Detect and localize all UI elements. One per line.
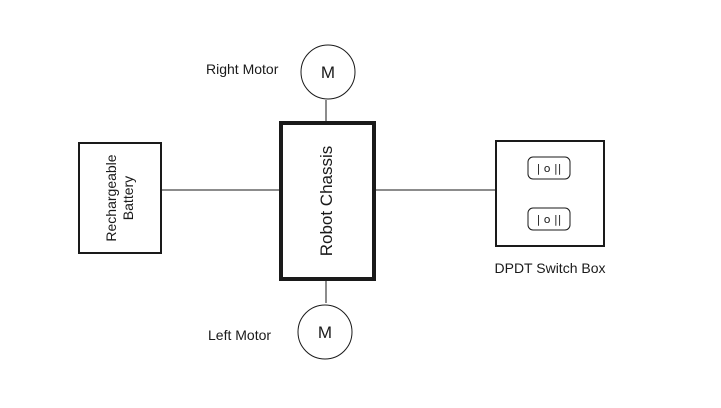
right-motor: M Right Motor — [206, 44, 356, 100]
left-motor: M Left Motor — [208, 304, 353, 360]
battery-label-line1: Rechargeable — [103, 154, 119, 241]
right-motor-label: Right Motor — [206, 61, 279, 77]
left-motor-label: Left Motor — [208, 327, 271, 343]
switch-1: | o || — [527, 156, 571, 180]
chassis-block: Robot Chassis — [279, 121, 376, 281]
battery-label-line2: Battery — [120, 176, 136, 220]
chassis-label: Robot Chassis — [317, 146, 336, 257]
switch-2-glyph: | o || — [537, 213, 562, 226]
switch-2: | o || — [527, 207, 571, 231]
switch-box: | o || | o || DPDT Switch Box — [495, 140, 606, 276]
switch-1-glyph: | o || — [537, 162, 562, 175]
battery-block: Rechargeable Battery — [78, 142, 162, 254]
right-motor-symbol: M — [321, 63, 335, 82]
left-motor-symbol: M — [318, 323, 332, 342]
switch-box-label: DPDT Switch Box — [495, 260, 606, 276]
